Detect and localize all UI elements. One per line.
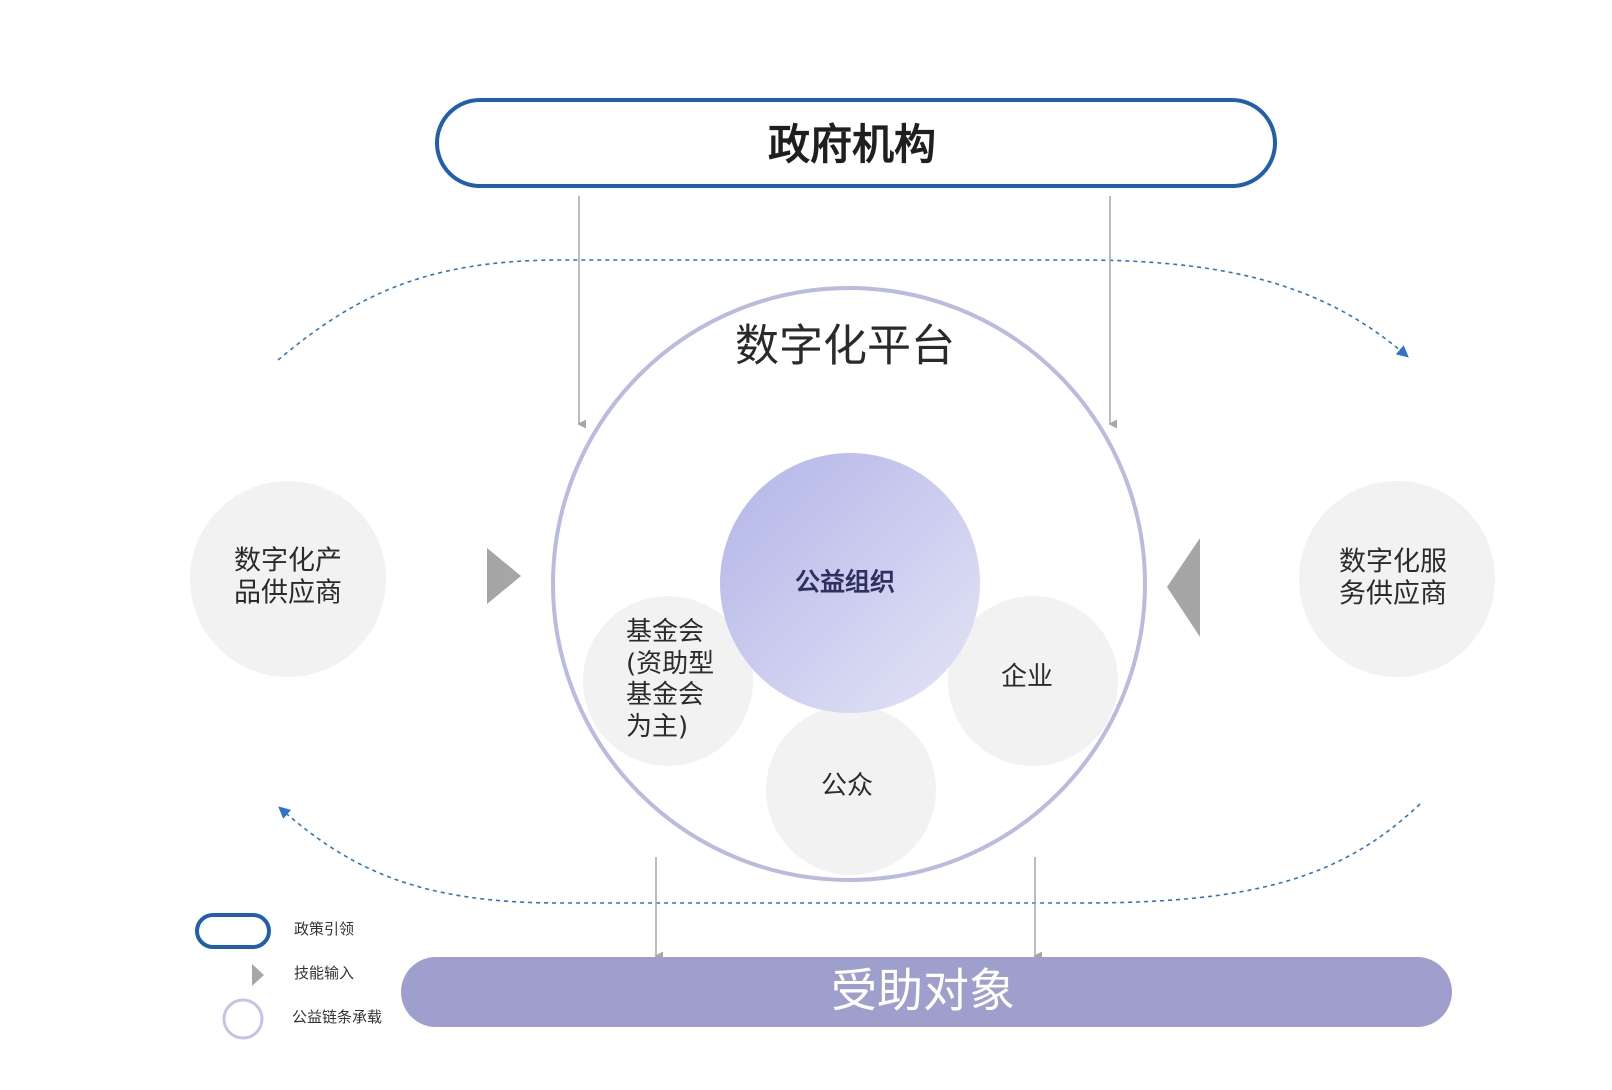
core-org-circle [720,453,980,713]
public-circle [766,705,936,875]
legend-policy-label: 政策引领 [294,920,355,938]
skill-arrow-left-icon [1167,538,1200,637]
foundation-circle [583,596,753,766]
platform-label: 数字化平台 [735,320,955,372]
service-supplier-label: 数字化服 务供应商 [1339,546,1447,610]
foundation-label: 基金会 (资助型 基金会 为主) [626,617,715,743]
service-supplier-circle [1299,481,1495,677]
government-label: 政府机构 [767,119,937,169]
enterprise-label: 企业 [1000,661,1054,692]
public-label: 公众 [820,770,874,801]
core-org-label: 公益组织 [794,567,896,597]
legend-chain-label: 公益链条承载 [292,1008,383,1026]
legend-skill-icon [252,964,264,986]
skill-arrow-right-icon [487,548,521,604]
product-supplier-label: 数字化产 品供应商 [234,545,342,609]
government-pill [435,98,1277,188]
beneficiary-label: 受助对象 [831,963,1015,1018]
legend-policy-icon [195,913,271,949]
cycle-arc-bottom [278,803,1421,904]
legend-chain-icon [222,998,264,1040]
enterprise-circle [948,596,1118,766]
product-supplier-circle [190,481,386,677]
beneficiary-bar [401,957,1452,1027]
legend-skill-label: 技能输入 [294,964,355,982]
cycle-arc-top [277,259,1409,361]
